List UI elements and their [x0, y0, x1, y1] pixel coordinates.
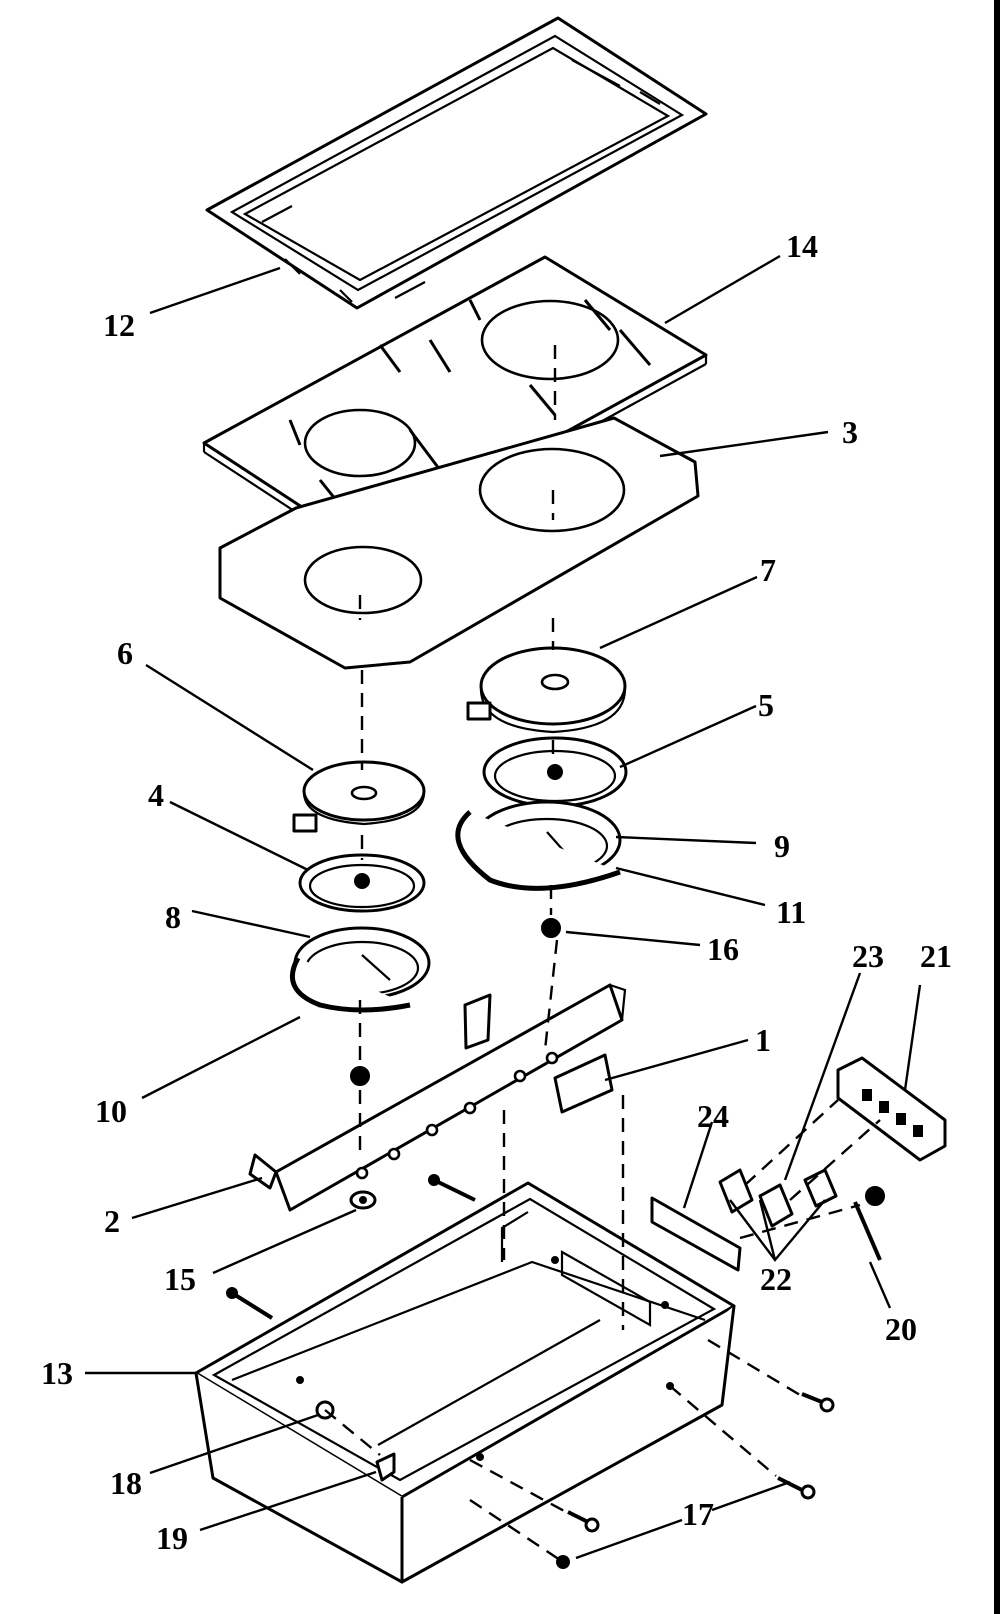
part-14-cooktop-glass [202, 255, 708, 556]
callout-23: 23 [852, 938, 884, 974]
part-19-clip [375, 1452, 396, 1482]
callout-2: 2 [104, 1203, 120, 1239]
part-16-nut [541, 918, 561, 938]
leader-22b [758, 1199, 777, 1261]
part-17-screw-b [567, 1510, 600, 1533]
part-22-terminal-clips [718, 1168, 838, 1228]
leader-11 [615, 866, 766, 907]
leader-7 [599, 575, 758, 650]
callout-18: 18 [110, 1465, 142, 1501]
callout-7: 7 [760, 552, 776, 588]
callout-21: 21 [920, 938, 952, 974]
callout-12: 12 [103, 307, 135, 343]
leader-21 [903, 984, 922, 1091]
leader-24 [682, 1121, 714, 1209]
page-edge [994, 0, 1000, 1614]
callout-24: 24 [697, 1098, 729, 1134]
callout-3: 3 [842, 414, 858, 450]
callout-13: 13 [41, 1355, 73, 1391]
leader-17b [575, 1518, 683, 1560]
callout-11: 11 [776, 894, 806, 930]
leader-9 [615, 835, 757, 845]
leader-10 [141, 1015, 301, 1100]
part-10-left-spring-clip [289, 956, 411, 1013]
part-24-insulator [650, 1196, 742, 1272]
callout-14: 14 [786, 228, 818, 264]
callout-15: 15 [164, 1261, 196, 1297]
leader-20 [868, 1261, 892, 1309]
part-11-right-spring-clip [455, 810, 621, 891]
callout-16: 16 [707, 931, 739, 967]
part-20-screw [853, 1186, 885, 1261]
screw-right [801, 1392, 835, 1413]
nut-left [350, 1066, 370, 1086]
callout-6: 6 [117, 635, 133, 671]
callout-10: 10 [95, 1093, 127, 1129]
part-13-base-pan [194, 1181, 736, 1584]
leader-lines [85, 254, 922, 1560]
callout-17: 17 [682, 1496, 714, 1532]
part-17-screw-c [556, 1555, 570, 1569]
leader-5 [619, 704, 757, 769]
leader-19 [199, 1470, 377, 1532]
part-2-support-bracket [248, 983, 627, 1212]
callout-19: 19 [156, 1520, 188, 1556]
callout-22: 22 [760, 1261, 792, 1297]
part-21-terminal-block [836, 1056, 947, 1162]
leader-4 [169, 800, 309, 872]
leader-18 [149, 1413, 319, 1475]
leader-15 [212, 1208, 357, 1275]
leader-23 [783, 972, 862, 1181]
callout-5: 5 [758, 687, 774, 723]
callout-4: 4 [148, 777, 164, 813]
part-17-screw-a [777, 1476, 816, 1500]
callout-20: 20 [885, 1311, 917, 1347]
leader-2 [131, 1176, 263, 1220]
callout-labels: 12 14 3 7 6 5 4 9 8 11 16 23 21 1 10 24 … [41, 228, 952, 1556]
leader-1 [604, 1038, 749, 1082]
leader-6 [145, 663, 314, 772]
leader-8 [191, 909, 311, 939]
callout-9: 9 [774, 828, 790, 864]
alignment-lines [324, 345, 881, 1561]
screw-top-left [428, 1174, 476, 1202]
callout-8: 8 [165, 899, 181, 935]
part-15-screw [349, 1190, 377, 1210]
part-5-right-reflector [482, 736, 628, 808]
leader-3 [659, 430, 829, 458]
part-7-right-element [466, 646, 627, 734]
part-12-trim-frame [205, 16, 708, 310]
part-6-left-element [292, 760, 426, 833]
leader-17a [711, 1480, 791, 1512]
leader-14 [664, 254, 781, 325]
screw-left [226, 1287, 274, 1320]
part-1-end-bracket [553, 1053, 614, 1114]
part-4-left-reflector [298, 853, 426, 913]
callout-1: 1 [755, 1022, 771, 1058]
leader-12 [149, 266, 281, 315]
leader-16 [565, 930, 701, 947]
